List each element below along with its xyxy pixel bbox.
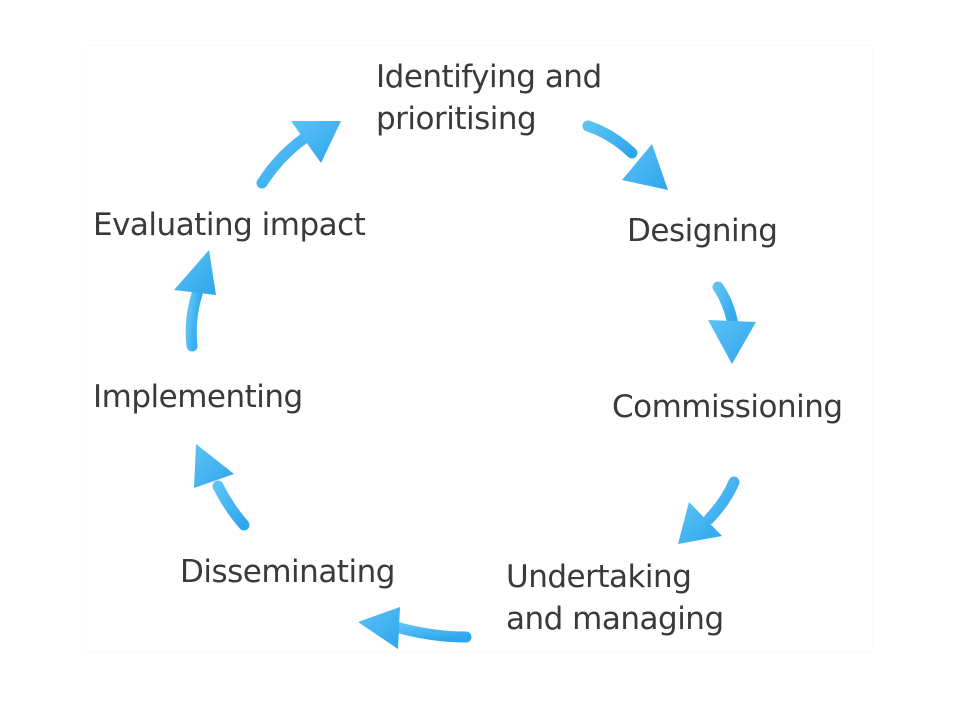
diagram-panel	[86, 46, 872, 652]
step-evaluating-label: Evaluating impact	[93, 204, 366, 246]
curved-arrow-icon	[256, 121, 341, 189]
step-identifying-line-1: Identifying and	[376, 59, 602, 95]
step-designing-label: Designing	[627, 210, 778, 252]
curved-arrow-icon	[708, 281, 756, 364]
curved-arrow-icon	[194, 444, 250, 531]
step-commissioning-line-1: Commissioning	[612, 389, 843, 425]
step-identifying-label: Identifying and prioritising	[376, 56, 602, 140]
curved-arrow-icon	[358, 607, 472, 649]
step-identifying-line-2: prioritising	[376, 101, 537, 137]
step-designing-line-1: Designing	[627, 213, 778, 249]
step-undertaking-line-1: Undertaking	[506, 559, 692, 595]
step-undertaking-line-2: and managing	[506, 601, 724, 637]
step-evaluating-line-1: Evaluating impact	[93, 207, 366, 243]
curved-arrow-icon	[678, 476, 740, 544]
curved-arrow-icon	[582, 120, 668, 190]
step-undertaking-label: Undertaking and managing	[506, 556, 724, 640]
step-commissioning-label: Commissioning	[612, 386, 843, 428]
step-implementing-line-1: Implementing	[93, 379, 303, 415]
curved-arrow-icon	[174, 250, 216, 352]
step-implementing-label: Implementing	[93, 376, 303, 418]
step-disseminating-line-1: Disseminating	[180, 554, 395, 590]
step-disseminating-label: Disseminating	[180, 551, 395, 593]
